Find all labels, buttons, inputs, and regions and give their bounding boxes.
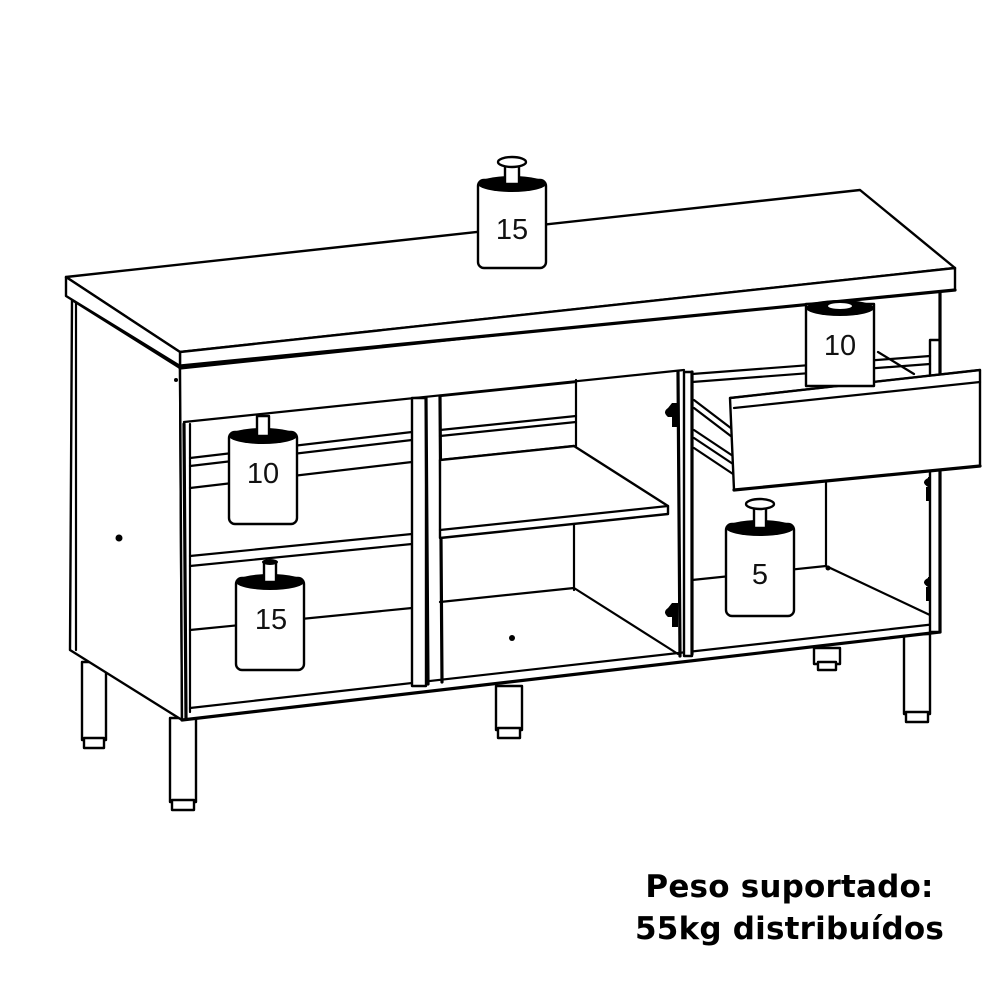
- weight-label-right-floor: 5: [751, 559, 769, 591]
- caption-line-1: Peso suportado:: [645, 869, 934, 905]
- caption-line-2: 55kg distribuídos: [635, 911, 944, 947]
- weight-label-drawer: 10: [823, 330, 857, 362]
- weights-graphics: [227, 155, 876, 672]
- middle-compartment: [438, 370, 682, 684]
- load-capacity-caption: Peso suportado: 55kg distribuídos: [635, 866, 944, 950]
- weight-left-lower: [234, 559, 306, 672]
- weight-left-upper: [227, 414, 299, 526]
- cabinet-side-panel: [68, 298, 184, 722]
- weight-label-countertop: 15: [495, 214, 529, 246]
- weight-countertop: [476, 155, 548, 270]
- weight-right-floor: [724, 497, 796, 618]
- cabinet-legs: [80, 632, 932, 812]
- left-compartment: [188, 396, 430, 688]
- weight-label-left-upper: 10: [246, 458, 280, 490]
- countertop: [64, 188, 957, 368]
- weight-drawer: [804, 300, 876, 388]
- weight-label-left-lower: 15: [254, 604, 288, 636]
